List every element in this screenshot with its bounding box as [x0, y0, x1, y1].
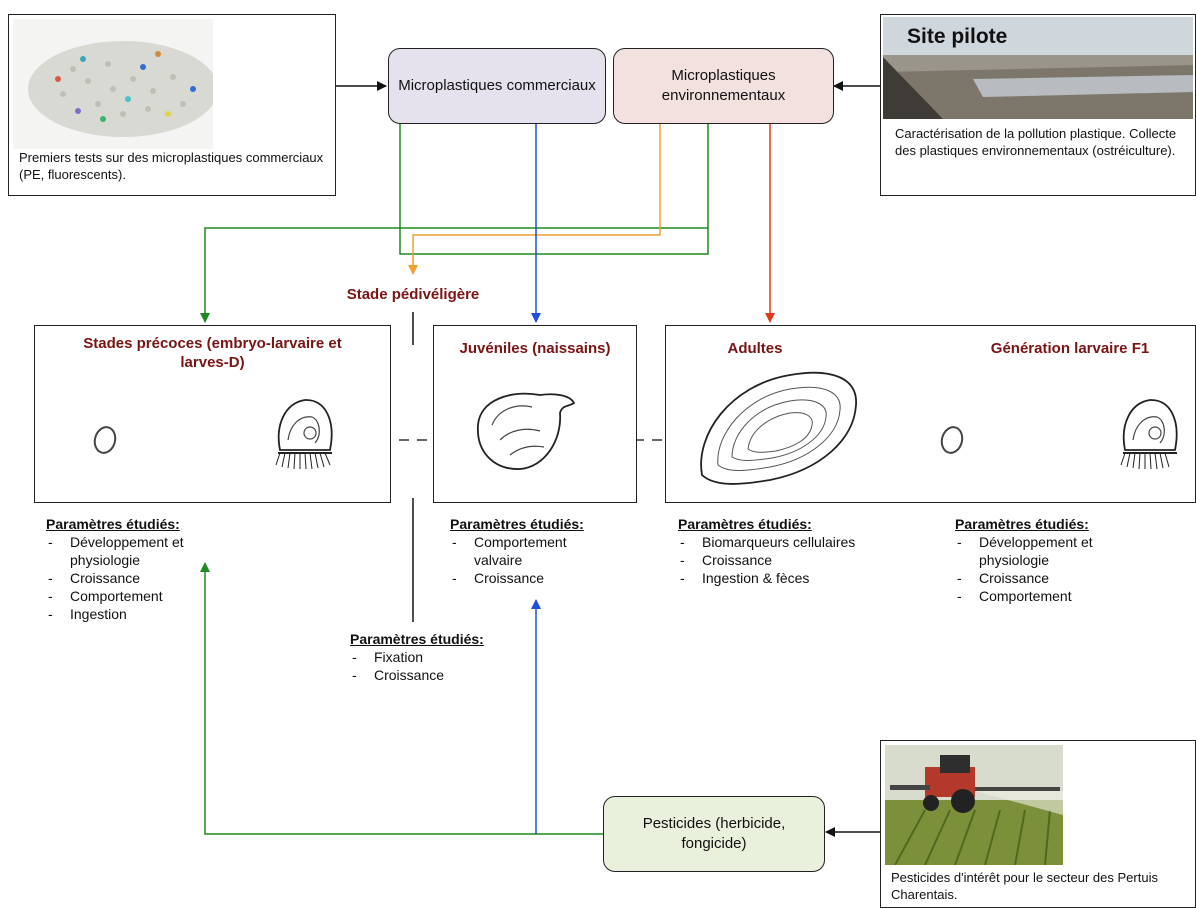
- green-arrow-down-early: [200, 227, 708, 323]
- green-arrow-to-early: [399, 124, 709, 255]
- pilot-site-panel: Site pilote Caractérisation de la pollut…: [880, 14, 1196, 196]
- params-f1-heading: Paramètres étudiés:: [955, 516, 1089, 532]
- commercial-photo-panel: Premiers tests sur des microplastiques c…: [8, 14, 336, 196]
- pilot-site-caption: Caractérisation de la pollution plastiqu…: [895, 126, 1177, 158]
- params-pediveliger-heading: Paramètres étudiés:: [350, 631, 484, 647]
- egg-icon: [93, 426, 117, 454]
- tractor-spraying-photo: [885, 745, 1063, 865]
- params-juveniles-heading: Paramètres étudiés:: [450, 516, 584, 532]
- f1-egg-icon: [940, 426, 964, 454]
- pilot-site-title: Site pilote: [907, 25, 1008, 48]
- params-pediveliger: Paramètres étudiés: Fixation Croissance: [350, 630, 550, 684]
- param-item: Ingestion: [46, 605, 246, 623]
- environmental-microplastics-node: Microplastiques environnementaux: [613, 48, 834, 124]
- param-item: Fixation: [350, 648, 550, 666]
- params-early-heading: Paramètres étudiés:: [46, 516, 180, 532]
- pesticides-node-label: Pesticides (herbicide, fongicide): [642, 815, 786, 852]
- stage-adults-title: Adultes: [727, 340, 783, 357]
- stage-early-title: Stades précoces (embryo-larvaire et larv…: [83, 335, 342, 371]
- f1-d-larva-icon: [1120, 399, 1178, 470]
- param-item: Croissance: [46, 569, 246, 587]
- stage-pediveliger-title: Stade pédivéligère: [346, 286, 480, 303]
- param-item: Comportement: [46, 587, 246, 605]
- param-item: Biomarqueurs cellulaires: [678, 533, 908, 551]
- commercial-microplastics-node: Microplastiques commerciaux: [388, 48, 606, 124]
- param-item: Croissance: [955, 569, 1155, 587]
- pesticides-node: Pesticides (herbicide, fongicide): [603, 796, 825, 872]
- stage-juveniles-title: Juvéniles (naissains): [459, 340, 611, 357]
- param-item: Comportement: [955, 587, 1155, 605]
- commercial-node-label: Microplastiques commerciaux: [398, 77, 596, 94]
- param-item: Développement et physiologie: [46, 533, 246, 569]
- green-arrow-pesticides-to-early: [200, 562, 605, 835]
- params-adults-heading: Paramètres étudiés:: [678, 516, 812, 532]
- stage-f1-title: Génération larvaire F1: [990, 340, 1150, 357]
- environmental-node-label: Microplastiques environnementaux: [661, 67, 786, 104]
- early-stages-panel: [34, 325, 391, 503]
- param-item: Développement et physiologie: [955, 533, 1139, 569]
- param-item: Ingestion & fèces: [678, 569, 908, 587]
- param-item: Croissance: [678, 551, 908, 569]
- params-early: Paramètres étudiés: Développement et phy…: [46, 515, 246, 623]
- commercial-photo-caption: Premiers tests sur des microplastiques c…: [19, 150, 324, 182]
- param-item: Croissance: [350, 666, 550, 684]
- param-item: Croissance: [450, 569, 630, 587]
- juvenile-oyster-icon: [477, 392, 576, 470]
- d-larva-icon: [275, 399, 333, 470]
- adult-oyster-icon: [700, 371, 857, 485]
- pesticide-photo-caption: Pesticides d'intérêt pour le secteur des…: [891, 870, 1158, 902]
- params-f1: Paramètres étudiés: Développement et phy…: [955, 515, 1155, 605]
- microplastic-pellets-image: [13, 19, 213, 149]
- params-adults: Paramètres étudiés: Biomarqueurs cellula…: [678, 515, 908, 587]
- params-juveniles: Paramètres étudiés: Comportement valvair…: [450, 515, 630, 587]
- pesticide-photo-panel: Pesticides d'intérêt pour le secteur des…: [880, 740, 1196, 908]
- pilot-site-photo: [883, 17, 1193, 119]
- param-item: Comportement valvaire: [450, 533, 604, 569]
